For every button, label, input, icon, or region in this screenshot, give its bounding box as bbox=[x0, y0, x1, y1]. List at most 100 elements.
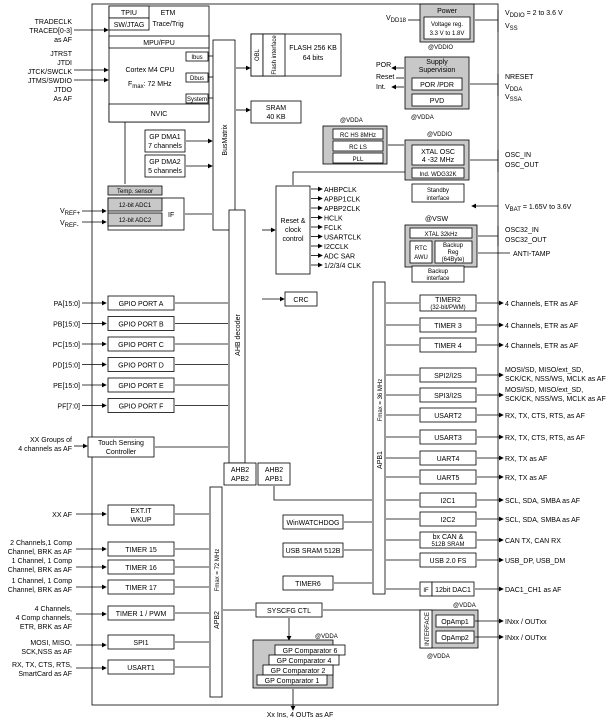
apb1-signal-label: RX, TX, CTS, RTS, as AF bbox=[505, 413, 585, 420]
apb1-periph-label: bx CAN & bbox=[433, 534, 464, 541]
svg-text:OBL: OBL bbox=[255, 48, 261, 61]
trace-jtag-signals: TRADECLK TRACED[0-3] as AF JTRST JTDI JT… bbox=[28, 19, 109, 103]
bus-matrix: BusMatrix bbox=[208, 39, 236, 231]
svg-text:@VDDA: @VDDA bbox=[411, 115, 434, 121]
svg-text:IF: IF bbox=[168, 212, 174, 219]
svg-text:APB2: APB2 bbox=[231, 476, 249, 483]
apb1-periph-box bbox=[419, 450, 477, 466]
apb1-signal-label: USB_DP, USB_DM bbox=[505, 558, 565, 565]
apb2-timer-box bbox=[107, 559, 175, 575]
ahb-decoder: AHB decoder bbox=[228, 209, 246, 464]
gpio-pin-label: PD[15:0] bbox=[53, 363, 80, 370]
gpio-pin-label: PC[15:0] bbox=[53, 342, 80, 349]
apb1-periph-box bbox=[419, 492, 477, 508]
svg-text:5 channels: 5 channels bbox=[148, 168, 182, 175]
gpio-pin-label: PF[7:0] bbox=[57, 404, 80, 411]
supply-supervision: Supply Supervision POR /PDR PVD POR Rese… bbox=[376, 56, 534, 121]
svg-text:SRAM: SRAM bbox=[266, 105, 286, 112]
svg-text:@VDDIO: @VDDIO bbox=[428, 45, 453, 51]
svg-text:VSSA: VSSA bbox=[505, 94, 522, 103]
svg-text:Fmax = 36 MHz: Fmax = 36 MHz bbox=[378, 379, 384, 422]
svg-text:Supervision: Supervision bbox=[419, 67, 456, 74]
power-block: Power Voltage reg. 3.3 V to 1.8V VDD18 @… bbox=[386, 3, 563, 51]
apb1-periph-sublabel: (32-bit/PWM) bbox=[430, 305, 465, 311]
svg-text:12bit DAC1: 12bit DAC1 bbox=[435, 587, 471, 594]
apb1-signal-label: RX, TX, CTS, RTS, as AF bbox=[505, 435, 585, 442]
cortex-core: TPIU SW/JTAG ETM Trace/Trig MPU/FPU Cort… bbox=[108, 5, 210, 123]
dac-block: IF 12bit DAC1 DAC1_CH1 as AF bbox=[386, 581, 561, 597]
apb2-timer-signal: 1 Channel, 1 Comp bbox=[12, 578, 72, 585]
svg-text:PLL: PLL bbox=[353, 157, 364, 163]
svg-text:VBAT = 1.65V to 3.6V: VBAT = 1.65V to 3.6V bbox=[505, 204, 572, 213]
svg-text:RX, TX, CTS, RTS,: RX, TX, CTS, RTS, bbox=[12, 662, 72, 669]
gpio-port-box bbox=[107, 377, 175, 393]
apb1-signal-label: SCK/CK, NSS/WS, MCLK as AF bbox=[505, 376, 606, 383]
clock-output-label: 1/2/3/4 CLK bbox=[324, 263, 361, 270]
apb1-periph-sublabel: 512B SRAM bbox=[431, 542, 464, 548]
svg-text:64 bits: 64 bits bbox=[303, 55, 324, 62]
svg-text:INxx / OUTxx: INxx / OUTxx bbox=[505, 619, 547, 626]
apb2-timer-label: TIMER 16 bbox=[125, 565, 157, 572]
svg-text:Trace/Trig: Trace/Trig bbox=[152, 21, 183, 28]
svg-text:4 channels as AF: 4 channels as AF bbox=[18, 446, 72, 453]
svg-text:Power: Power bbox=[437, 8, 458, 15]
apb1-periph-label: TIMER2 bbox=[435, 297, 461, 304]
svg-text:@VDDA: @VDDA bbox=[453, 603, 476, 609]
svg-text:Backup: Backup bbox=[443, 243, 464, 249]
svg-text:INxx / OUTxx: INxx / OUTxx bbox=[505, 635, 547, 642]
svg-text:JTDO: JTDO bbox=[54, 87, 73, 94]
svg-text:clock: clock bbox=[285, 227, 301, 234]
svg-text:OSC32_IN: OSC32_IN bbox=[505, 227, 539, 234]
clock-output-label: USARTCLK bbox=[324, 235, 362, 242]
apb1-signal-label: MOSI/SD, MISO/ext_SD, bbox=[505, 387, 583, 394]
svg-text:RC LS: RC LS bbox=[349, 145, 367, 151]
svg-text:MOSI, MISO,: MOSI, MISO, bbox=[30, 640, 72, 647]
svg-text:interface: interface bbox=[426, 196, 450, 202]
svg-text:Temp. sensor: Temp. sensor bbox=[117, 189, 153, 195]
apb1-bus: APB1 Fmax = 36 MHz bbox=[372, 281, 386, 595]
comparator-label: GP Comparator 6 bbox=[283, 648, 338, 655]
svg-text:AHB2: AHB2 bbox=[231, 467, 249, 474]
apb2-timer-signal: Channel, BRK as AF bbox=[8, 549, 72, 556]
apb1-periph-label: USB 2.0 FS bbox=[430, 558, 467, 565]
gpio-ports: GPIO PORT APA[15:0]GPIO PORT BPB[15:0]GP… bbox=[53, 295, 228, 413]
gpio-port-label: GPIO PORT D bbox=[118, 363, 164, 370]
clock-sources: RC HS 8MHz RC LS PLL @VDDA bbox=[322, 118, 388, 165]
touch-sensing: Touch Sensing Controller XX Groups of 4 … bbox=[18, 436, 228, 458]
apb1-periph-label: USART2 bbox=[434, 413, 462, 420]
svg-text:Ind. WDG32K: Ind. WDG32K bbox=[419, 172, 456, 178]
svg-text:BusMatrix: BusMatrix bbox=[222, 124, 229, 156]
svg-text:ANTI-TAMP: ANTI-TAMP bbox=[513, 251, 551, 258]
apb1-signal-label: CAN TX, CAN RX bbox=[505, 538, 561, 545]
apb1-periph-box bbox=[419, 367, 477, 383]
svg-text:OSC32_OUT: OSC32_OUT bbox=[505, 237, 547, 244]
apb1-signal-label: 4 Channels, ETR as AF bbox=[505, 323, 578, 330]
svg-text:VDD18: VDD18 bbox=[386, 15, 407, 24]
apb1-periph-box bbox=[419, 552, 477, 568]
reset-clock-control: Reset & clock control AHBPCLKAPBP1CLKAPB… bbox=[262, 171, 405, 275]
apb2-timer-signal: 2 Channels,1 Comp bbox=[10, 540, 72, 547]
svg-text:Flash interface: Flash interface bbox=[272, 35, 278, 75]
clock-output-label: APBP1CLK bbox=[324, 197, 361, 204]
apb1-periph-box bbox=[419, 294, 477, 312]
xtal-block: @VDDIO XTAL OSC 4 -32 MHz Ind. WDG32K St… bbox=[388, 132, 540, 203]
svg-text:4 Channels,: 4 Channels, bbox=[35, 606, 72, 613]
gpio-port-label: GPIO PORT A bbox=[119, 301, 164, 308]
svg-text:@VDDIO: @VDDIO bbox=[427, 132, 452, 138]
apb1-signal-label: SCL, SDA, SMBA as AF bbox=[505, 498, 580, 505]
apb2-timer-signal: 1 Channel, 1 Comp bbox=[12, 558, 72, 565]
svg-text:NRESET: NRESET bbox=[505, 74, 534, 81]
svg-text:CRC: CRC bbox=[293, 297, 308, 304]
svg-text:TIMER6: TIMER6 bbox=[295, 581, 321, 588]
svg-text:WinWATCHDOG: WinWATCHDOG bbox=[287, 520, 340, 527]
apb1-signal-label: RX, TX as AF bbox=[505, 475, 547, 482]
apb1-signal-label: SCL, SDA, SMBA as AF bbox=[505, 517, 580, 524]
svg-text:JTCK/SWCLK: JTCK/SWCLK bbox=[28, 69, 73, 76]
clock-output-label: APBP2CLK bbox=[324, 206, 361, 213]
svg-text:@VDDA: @VDDA bbox=[427, 654, 450, 660]
vbat-domain: VBAT = 1.65V to 3.6V @VSW XTAL 32kHz RTC… bbox=[404, 203, 572, 283]
svg-text:As AF: As AF bbox=[53, 96, 72, 103]
svg-text:OSC_OUT: OSC_OUT bbox=[505, 162, 540, 169]
gpio-pin-label: PE[15:0] bbox=[53, 383, 80, 390]
